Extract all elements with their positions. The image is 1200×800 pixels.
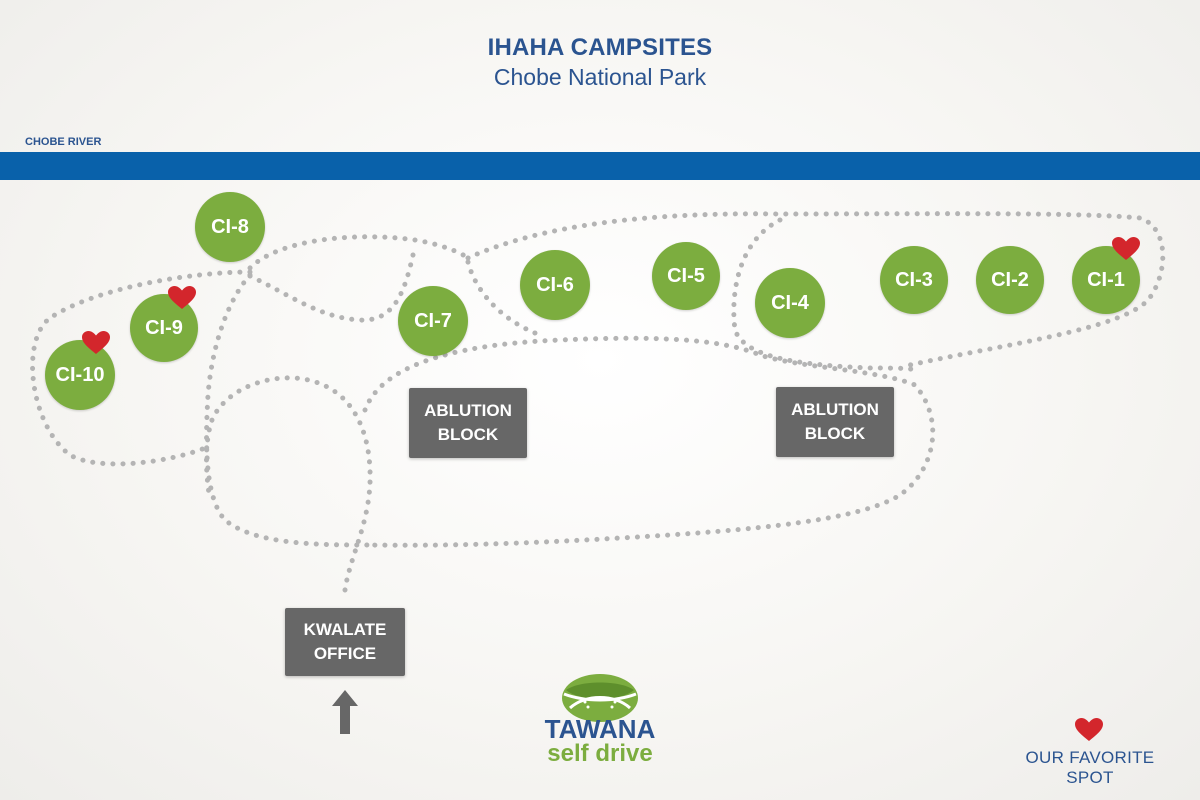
track-ci6-link [465, 259, 543, 338]
heart-icon [1075, 718, 1103, 741]
river-label: CHOBE RIVER [25, 136, 102, 148]
campsite-ci-7[interactable]: CI-7 [398, 286, 468, 356]
favorite-heart-icon [168, 286, 196, 309]
track-ci4-loop [731, 217, 923, 375]
campsite-ci-2[interactable]: CI-2 [976, 246, 1044, 314]
track-office-road [204, 375, 373, 593]
track-top-road [465, 211, 1166, 368]
campsite-ci-8[interactable]: CI-8 [195, 192, 265, 262]
chobe-river [0, 152, 1200, 180]
campsite-ci-10[interactable]: CI-10 [45, 340, 115, 410]
track-ci7-loop [247, 252, 416, 323]
campsite-ci-3[interactable]: CI-3 [880, 246, 948, 314]
campsite-ci-6[interactable]: CI-6 [520, 250, 590, 320]
track-upper-arc [247, 234, 471, 271]
track-west-loop [30, 269, 253, 467]
up-arrow-icon [332, 690, 358, 734]
map-title: IHAHA CAMPSITES [487, 34, 713, 61]
campsite-ci-5[interactable]: CI-5 [652, 242, 720, 310]
favorite-heart-icon [82, 331, 110, 354]
legend-label: OUR FAVORITE SPOT [1025, 748, 1155, 787]
map-subtitle: Chobe National Park [493, 64, 707, 90]
tawana-logo-icon [562, 674, 638, 722]
campsite-ci-1[interactable]: CI-1 [1072, 246, 1140, 314]
favorite-heart-icon [1112, 237, 1140, 260]
campsite-ci-4[interactable]: CI-4 [755, 268, 825, 338]
track-left-loop [204, 272, 373, 548]
logo-text-tawana: TAWANA [544, 714, 656, 744]
logo-text-self-drive: self drive [547, 740, 653, 767]
campsite-ci-9[interactable]: CI-9 [130, 294, 198, 362]
track-main-loop [362, 335, 936, 548]
